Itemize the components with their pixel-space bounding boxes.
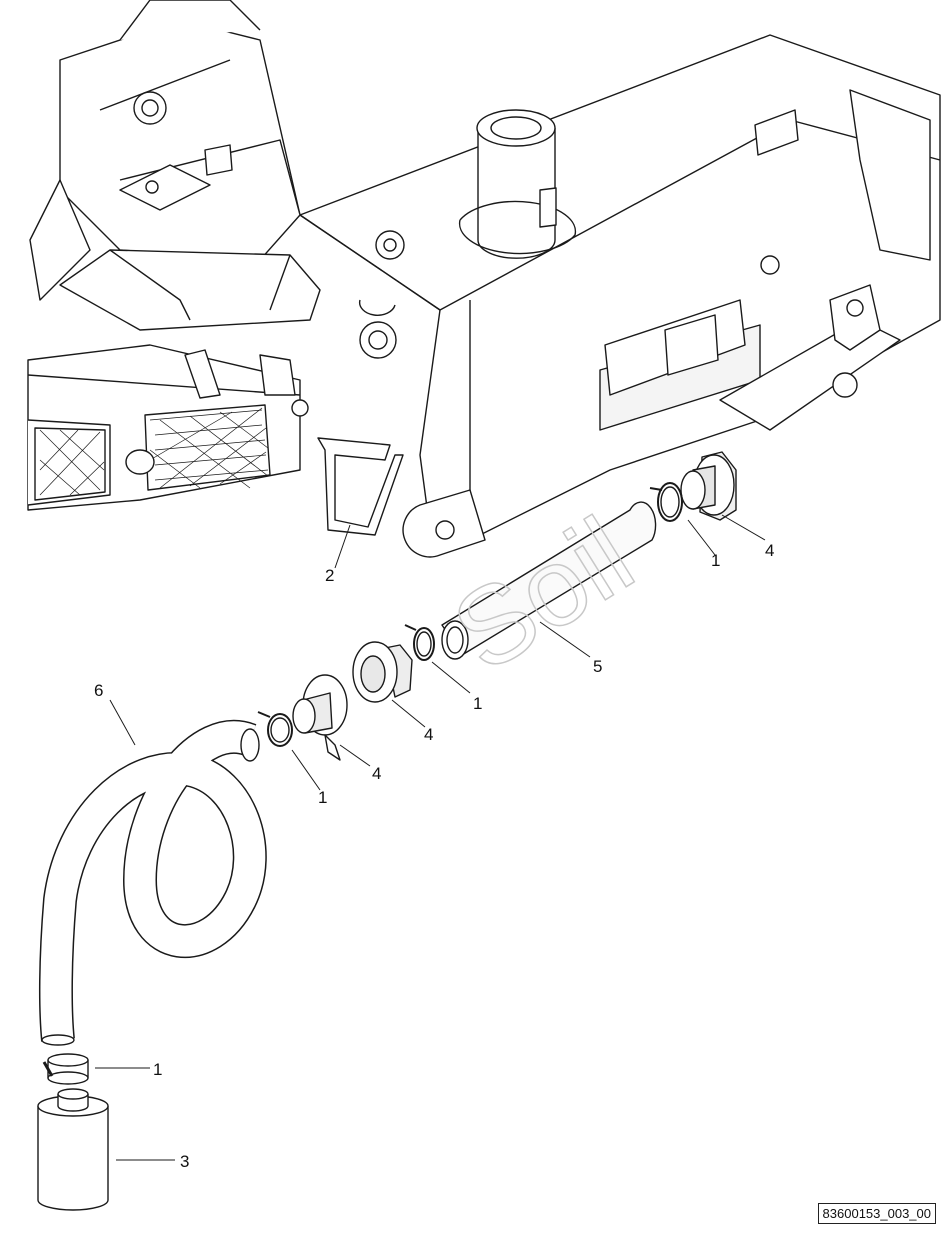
callout-3: 3 <box>180 1152 189 1171</box>
reference-code: 83600153_003_00 <box>817 1203 936 1224</box>
canister-part <box>37 1088 109 1211</box>
callout-1-upper: 1 <box>711 551 720 570</box>
bottom-hose-clamp <box>42 1053 89 1085</box>
intake-parts <box>257 451 737 761</box>
callout-labels: 2 1 4 5 1 4 4 1 6 1 3 <box>94 541 774 1171</box>
leader-lines <box>95 514 766 1161</box>
callout-1-lower: 1 <box>318 788 327 807</box>
callout-4-upper: 4 <box>765 541 774 560</box>
machine-frame <box>29 0 941 558</box>
callout-4-middle: 4 <box>424 725 433 744</box>
callout-1-middle: 1 <box>473 694 482 713</box>
rotor-cage-assembly <box>27 344 309 511</box>
callout-4-lower: 4 <box>372 764 381 783</box>
callout-2: 2 <box>325 566 334 585</box>
callout-5: 5 <box>593 657 602 676</box>
callout-6: 6 <box>94 681 103 700</box>
hose-part <box>38 720 267 1046</box>
callout-1-bottom: 1 <box>153 1060 162 1079</box>
handle-part <box>317 437 404 536</box>
